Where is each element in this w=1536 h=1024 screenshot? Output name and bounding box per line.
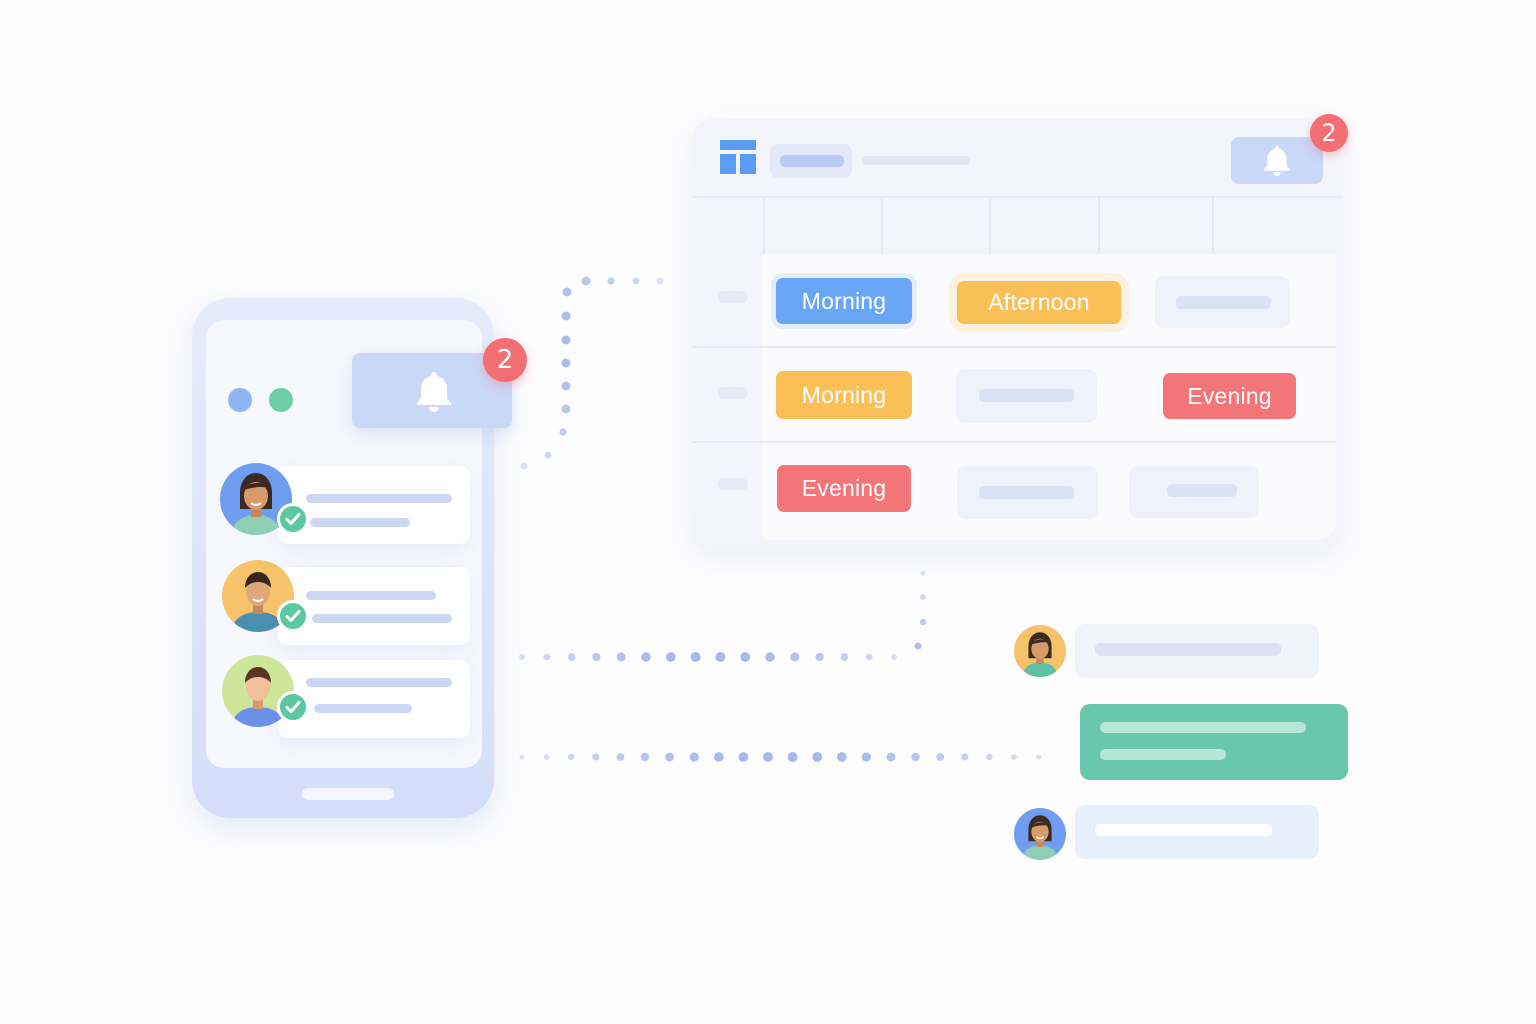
woman-avatar	[1014, 808, 1066, 860]
shift-chip-morning[interactable]: Morning	[776, 371, 912, 419]
row-handle[interactable]	[718, 478, 748, 490]
phone-home-bar[interactable]	[302, 788, 394, 800]
user-list-item[interactable]	[278, 567, 470, 645]
header-title-placeholder	[862, 156, 970, 165]
empty-shift-slot[interactable]	[957, 466, 1098, 519]
user-list-item[interactable]	[278, 660, 470, 738]
schedule-notification-button[interactable]	[1231, 137, 1323, 184]
phone-notification-badge: 2	[483, 338, 527, 382]
chat-message-outgoing	[1080, 704, 1348, 780]
layout-grid-icon[interactable]	[720, 140, 756, 174]
shift-chip-morning[interactable]: Morning	[776, 278, 912, 324]
status-dot-blue[interactable]	[228, 388, 252, 412]
chat-message-incoming	[1075, 624, 1319, 678]
shift-chip-evening[interactable]: Evening	[1163, 373, 1296, 419]
header-tab[interactable]	[770, 144, 852, 178]
user-list-item[interactable]	[278, 466, 470, 544]
status-dot-green[interactable]	[269, 388, 293, 412]
check-circle-icon	[277, 503, 309, 535]
chat-message-incoming	[1075, 805, 1319, 859]
empty-shift-slot[interactable]	[1155, 276, 1290, 328]
bell-icon	[1264, 146, 1290, 176]
check-circle-icon	[277, 600, 309, 632]
empty-shift-slot[interactable]	[956, 369, 1097, 423]
woman-avatar	[1014, 625, 1066, 677]
schedule-notification-badge: 2	[1310, 114, 1348, 152]
row-handle[interactable]	[718, 291, 748, 303]
empty-shift-slot[interactable]	[1129, 466, 1259, 518]
shift-chip-evening[interactable]: Evening	[777, 465, 911, 512]
shift-chip-afternoon[interactable]: Afternoon	[957, 281, 1121, 324]
bell-icon	[417, 372, 451, 412]
check-circle-icon	[277, 691, 309, 723]
row-handle[interactable]	[718, 387, 748, 399]
